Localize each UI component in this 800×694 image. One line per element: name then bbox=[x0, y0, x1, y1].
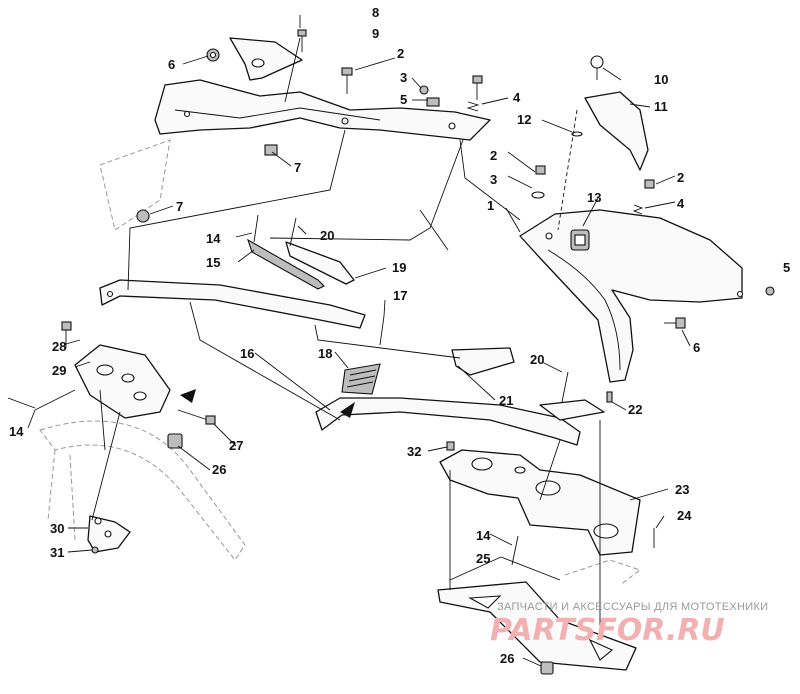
callout-2: 2 bbox=[490, 148, 497, 163]
callout-29: 29 bbox=[52, 363, 66, 378]
callout-13: 13 bbox=[587, 190, 601, 205]
skid-plate-23 bbox=[439, 449, 641, 556]
clip-13 bbox=[570, 229, 590, 251]
callout-4: 4 bbox=[513, 90, 521, 105]
callout-labels: 1 2 2 2 3 3 4 4 5 5 6 6 7 7 8 9 10 11 12… bbox=[9, 5, 790, 666]
mount-bracket-29 bbox=[74, 344, 171, 419]
callout-2: 2 bbox=[677, 170, 684, 185]
arrow-marker-bracket bbox=[180, 389, 196, 403]
callout-6: 6 bbox=[693, 340, 700, 355]
callout-32: 32 bbox=[407, 444, 421, 459]
rivet-31 bbox=[91, 546, 99, 554]
screw-22 bbox=[606, 391, 613, 403]
bolt-2-fender-right bbox=[632, 179, 655, 215]
callout-19: 19 bbox=[392, 260, 406, 275]
screw-5-right bbox=[765, 286, 775, 296]
callout-16: 16 bbox=[240, 346, 254, 361]
clip-26-left bbox=[167, 433, 183, 449]
callout-5: 5 bbox=[400, 92, 407, 107]
callout-3: 3 bbox=[400, 70, 407, 85]
nut-6-left bbox=[206, 48, 220, 62]
plate-30 bbox=[87, 515, 131, 553]
callout-5: 5 bbox=[783, 260, 790, 275]
callout-12: 12 bbox=[517, 112, 531, 127]
callout-20: 20 bbox=[530, 352, 544, 367]
lower-cross-rail bbox=[315, 397, 581, 446]
spring-4-top bbox=[466, 101, 480, 112]
bolt-32 bbox=[446, 441, 455, 451]
callout-30: 30 bbox=[50, 521, 64, 536]
callout-26: 26 bbox=[212, 462, 226, 477]
bolt-28 bbox=[61, 321, 72, 348]
callout-17: 17 bbox=[393, 288, 407, 303]
watermark: ЗАПЧАСТИ И АКСЕССУАРЫ ДЛЯ МОТОТЕХНИКИ PA… bbox=[490, 601, 768, 648]
callout-1: 1 bbox=[487, 198, 494, 213]
upper-left-panel bbox=[154, 79, 491, 141]
tie-20-upper bbox=[289, 217, 297, 247]
callout-11: 11 bbox=[654, 99, 668, 114]
callout-24: 24 bbox=[677, 508, 692, 523]
washer-12 bbox=[557, 109, 583, 231]
callout-25: 25 bbox=[476, 551, 490, 566]
callout-23: 23 bbox=[675, 482, 689, 497]
callout-22: 22 bbox=[628, 402, 642, 417]
callout-14: 14 bbox=[476, 528, 491, 543]
bracket-20-lower bbox=[539, 371, 605, 421]
bolt-2-right bbox=[472, 75, 483, 100]
panel-21 bbox=[451, 347, 515, 376]
screw-3-5 bbox=[419, 85, 440, 107]
callout-26: 26 bbox=[500, 651, 514, 666]
callout-15: 15 bbox=[206, 255, 220, 270]
callout-21: 21 bbox=[499, 393, 513, 408]
leader-lines bbox=[27, 15, 691, 667]
callout-18: 18 bbox=[318, 346, 332, 361]
strip-15 bbox=[247, 238, 325, 290]
bolt-2-top bbox=[341, 67, 353, 94]
callout-3: 3 bbox=[490, 172, 497, 187]
callout-14: 14 bbox=[9, 424, 24, 439]
right-fender-panel bbox=[519, 209, 744, 383]
bolt-2-fender-left bbox=[531, 165, 546, 199]
nut-26-lower bbox=[540, 661, 554, 675]
callout-7: 7 bbox=[176, 199, 183, 214]
callout-14: 14 bbox=[206, 231, 221, 246]
callout-20: 20 bbox=[320, 228, 334, 243]
bolt-8 bbox=[297, 29, 307, 52]
upper-cross-rail bbox=[99, 279, 366, 329]
tie-14-left bbox=[7, 397, 36, 409]
base-plate-25 bbox=[437, 581, 637, 671]
bolt-27 bbox=[177, 409, 216, 425]
callout-4: 4 bbox=[677, 196, 685, 211]
tie-14-lower bbox=[511, 535, 519, 566]
nut-7-upper bbox=[264, 144, 278, 156]
callout-10: 10 bbox=[654, 72, 668, 87]
frame-ghost-outline bbox=[39, 139, 642, 586]
pin-10 bbox=[590, 55, 604, 80]
watermark-tagline: ЗАПЧАСТИ И АКСЕССУАРЫ ДЛЯ МОТОТЕХНИКИ bbox=[497, 601, 768, 613]
callout-6: 6 bbox=[168, 57, 175, 72]
callout-9: 9 bbox=[372, 26, 379, 41]
callout-31: 31 bbox=[50, 545, 64, 560]
callout-28: 28 bbox=[52, 339, 66, 354]
assembly-lines bbox=[34, 129, 601, 640]
callout-8: 8 bbox=[372, 5, 379, 20]
arrow-marker-rail bbox=[340, 402, 355, 418]
bolt-6-fender bbox=[664, 317, 686, 329]
callout-7: 7 bbox=[294, 160, 301, 175]
tie-14-upper bbox=[253, 214, 259, 243]
cover-11 bbox=[584, 91, 649, 171]
nut-7-lower bbox=[136, 209, 150, 223]
callout-2: 2 bbox=[397, 46, 404, 61]
bracket-19 bbox=[285, 241, 355, 285]
tie-17 bbox=[379, 315, 385, 346]
callout-27: 27 bbox=[229, 438, 243, 453]
watermark-logo: PARTSFOR.RU bbox=[490, 613, 725, 648]
vent-18 bbox=[341, 363, 381, 395]
bracket-9 bbox=[229, 37, 303, 81]
